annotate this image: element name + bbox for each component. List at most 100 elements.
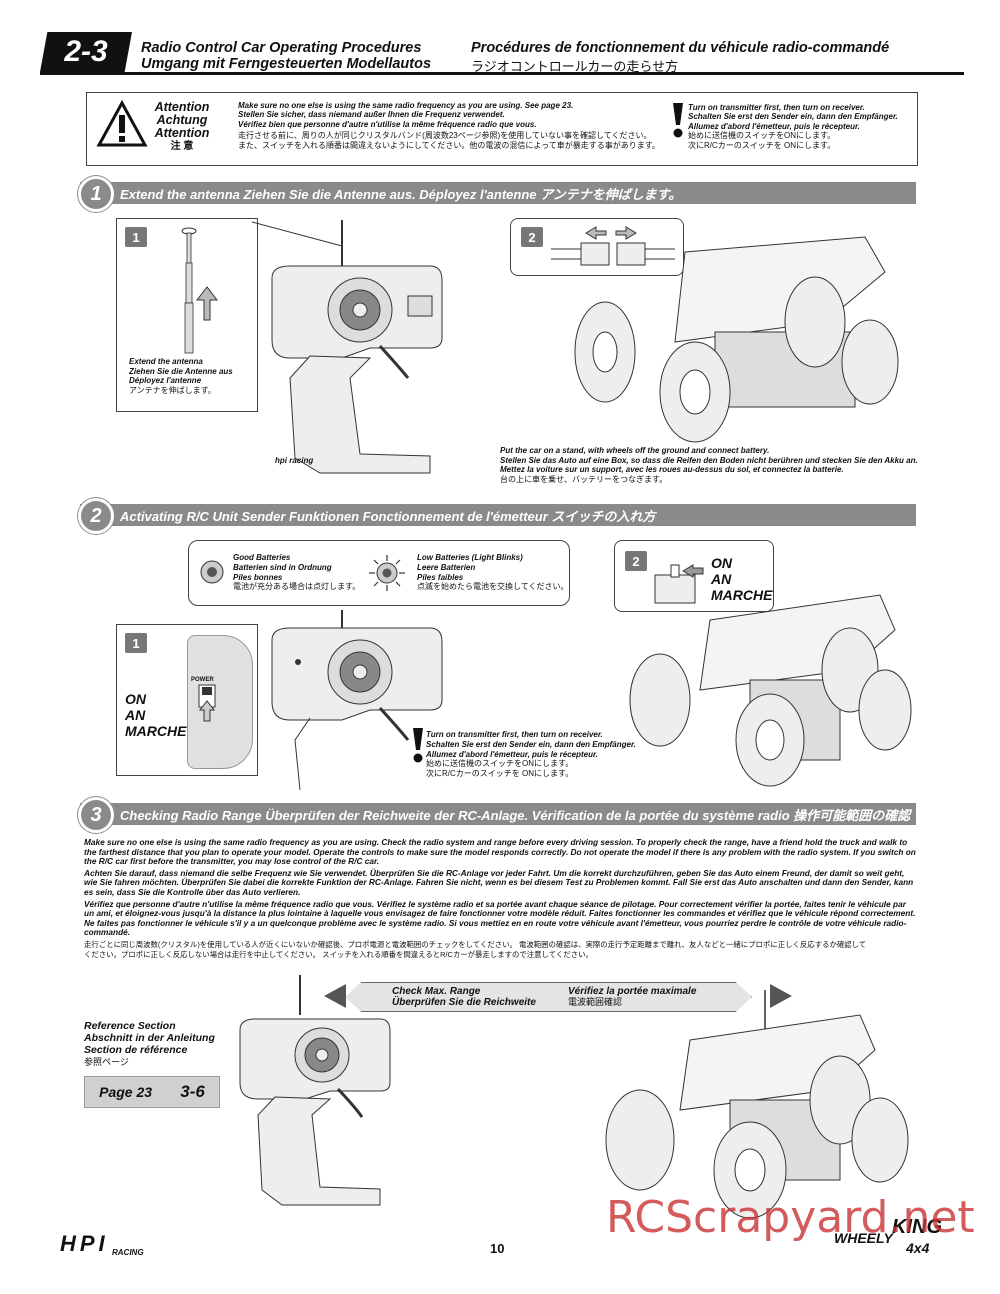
title-en: Radio Control Car Operating Procedures: [141, 40, 422, 56]
step-badge: 1: [125, 227, 147, 247]
range-text-fr: Vérifiez que personne d'autre n'utilise …: [84, 898, 916, 938]
section-number: 2-3: [64, 35, 108, 68]
product-logo-king: KING: [892, 1216, 942, 1238]
section2-title-bar: Activating R/C Unit Sender Funktionen Fo…: [80, 504, 916, 526]
reference-de: Abschnitt in der Anleitung: [84, 1032, 215, 1044]
range-text-jp2: ください。プロポに正しく反応しない場合は走行を中止してください。 スイッチを入れ…: [84, 949, 593, 959]
attention-heading-jp: 注 意: [170, 141, 194, 152]
led-on-icon: [200, 560, 224, 584]
battery-indicator-panel: Good Batteries Batterien sind in Ordnung…: [188, 540, 570, 606]
low-batteries-de: Leere Batterien: [417, 562, 476, 572]
range-banner: Check Max. Range Überprüfen Sie die Reic…: [345, 982, 752, 1012]
step-number: 1: [132, 229, 140, 245]
product-logo-wheely: WHEELY: [834, 1230, 893, 1246]
reference-fr: Section de référence: [84, 1044, 188, 1056]
reference-page: Page 23: [99, 1084, 153, 1100]
title-jp: ラジオコントロールカーの走らせ方: [471, 60, 679, 75]
logo-hpi: HPI: [60, 1231, 109, 1256]
check-range-jp: 電波範囲確認: [568, 997, 623, 1007]
transmitter-illustration: [251, 220, 443, 474]
stand-caption-jp: 台の上に車を乗せ、バッテリーをつなぎます。: [500, 474, 668, 484]
reference-section-number: 3-6: [180, 1082, 205, 1101]
antenna-caption-de: Ziehen Sie die Antenne aus: [129, 366, 233, 376]
logo-racing: RACING: [112, 1248, 144, 1257]
attention-order-de: Schalten Sie erst den Sender ein, dann d…: [688, 112, 898, 122]
attention-text-jp1: 走行させる前に、周りの人が同じクリスタルバンド(周波数23ページ参照)を使用して…: [238, 131, 652, 141]
receiver-switch-panel: 2 ON AN MARCHE: [614, 540, 774, 612]
range-text-de: Achten Sie darauf, dass niemand die selb…: [84, 867, 914, 897]
attention-heading-en: Attention: [154, 100, 210, 114]
antenna-caption-jp: アンテナを伸ばします。: [129, 385, 216, 395]
antenna-caption-en: Extend the antenna: [129, 357, 203, 366]
reference-en: Reference Section: [84, 1020, 176, 1032]
antenna-panel: 1 Extend the antenna Ziehen Sie die Ante…: [116, 218, 258, 412]
low-batteries-en: Low Batteries (Light Blinks): [417, 553, 523, 562]
transmitter-illustration: [239, 975, 391, 1206]
reference-jp: 参照ページ: [84, 1057, 129, 1067]
attention-order-en: Turn on transmitter first, then turn on …: [688, 103, 865, 112]
attention-order-jp1: 始めに送信機のスイッチをONにします。: [688, 131, 836, 141]
order-caption-jp1: 始めに送信機のスイッチをONにします。: [426, 759, 574, 769]
power-switch-panel: 1 POWER ON AN MARCHE: [116, 624, 258, 776]
attention-order-jp2: 次にR/Cカーのスイッチを ONにします。: [688, 140, 836, 150]
receiver-switch-icon: [654, 564, 704, 604]
stand-caption-fr: Mettez la voiture sur un support, avec l…: [500, 465, 844, 475]
good-batteries-en: Good Batteries: [233, 553, 291, 562]
on-label-en: ON: [125, 691, 146, 707]
stand-caption-de: Stellen Sie das Auto auf eine Box, so da…: [500, 455, 918, 465]
watermark: RCScrapyard.net: [606, 1192, 975, 1243]
section-number-badge: 2-3: [40, 32, 132, 72]
order-caption-fr: Allumez d'abord l'émetteur, puis le réce…: [426, 749, 598, 759]
section1-number-badge: 1: [78, 176, 114, 212]
section2-number-badge: 2: [78, 498, 114, 534]
good-batteries-de: Batterien sind in Ordnung: [233, 562, 332, 572]
section2-number: 2: [90, 504, 102, 527]
title-de: Umgang mit Ferngesteuerten Modellautos: [141, 56, 432, 72]
check-range-de: Überprüfen Sie die Reichweite: [392, 997, 536, 1008]
section1-title: Extend the antenna Ziehen Sie die Antenn…: [120, 186, 682, 202]
title-fr: Procédures de fonctionnement du véhicule…: [471, 40, 890, 56]
on-label-en: ON: [711, 555, 732, 571]
check-range-fr: Vérifiez la portée maximale: [568, 986, 697, 997]
led-blink-icon: [369, 555, 405, 591]
truck-illustration: [605, 990, 909, 1219]
page-number: 10: [490, 1241, 505, 1256]
attention-text-jp2: また、スイッチを入れる順番は間違えないようにしてください。他の電波の混信によって…: [238, 140, 660, 150]
step-badge: 2: [521, 227, 543, 247]
range-text-jp1: 走行ごとに同じ周波数(クリスタル)を使用している人が近くにいないか確認後、プロポ…: [84, 939, 867, 949]
on-label-fr: MARCHE: [711, 587, 773, 603]
warning-triangle-icon: [96, 99, 148, 147]
attention-text-en: Make sure no one else is using the same …: [238, 101, 574, 110]
step-number: 2: [528, 229, 536, 245]
low-batteries-fr: Piles faibles: [417, 572, 464, 582]
transmitter-side: [187, 635, 253, 769]
range-arrows: [324, 984, 792, 1008]
power-label: POWER: [191, 677, 214, 683]
good-batteries-jp: 電池が充分ある場合は点灯します。: [233, 582, 361, 592]
reference-page-tab[interactable]: Page 23 3-6: [84, 1076, 220, 1108]
on-label-fr: MARCHE: [125, 723, 187, 739]
transmitter-illustration: [271, 610, 443, 791]
section1-title-bar: Extend the antenna Ziehen Sie die Antenn…: [80, 182, 916, 204]
power-switch-icon: [198, 684, 216, 722]
order-caption-en: Turn on transmitter first, then turn on …: [426, 730, 603, 739]
truck-illustration: [574, 236, 899, 443]
on-label-de: AN: [125, 707, 146, 723]
section3-title-bar: Checking Radio Range Überprüfen der Reic…: [80, 803, 916, 825]
step-number: 1: [132, 635, 140, 651]
attention-text-fr: Vérifiez bien que personne d'autre n'uti…: [238, 119, 537, 129]
section3-title: Checking Radio Range Überprüfen der Reic…: [120, 807, 911, 823]
order-caption-de: Schalten Sie erst den Sender ein, dann d…: [426, 739, 636, 749]
section3-number-badge: 3: [78, 797, 114, 833]
stand-caption-en: Put the car on a stand, with wheels off …: [500, 446, 770, 455]
section2-title: Activating R/C Unit Sender Funktionen Fo…: [120, 508, 656, 524]
range-text-en: Make sure no one else is using the same …: [84, 837, 916, 867]
battery-connector-icon: [551, 226, 675, 266]
attention-order-fr: Allumez d'abord l'émetteur, puis le réce…: [688, 121, 860, 131]
order-caption-jp2: 次にR/Cカーのスイッチを ONにします。: [426, 769, 574, 779]
section1-number: 1: [90, 182, 102, 205]
connector-panel: 2: [510, 218, 684, 276]
truck-illustration: [629, 594, 912, 787]
product-logo: WHEELY KING 4x4: [834, 1212, 949, 1260]
attention-heading-de: Achtung: [156, 113, 208, 127]
